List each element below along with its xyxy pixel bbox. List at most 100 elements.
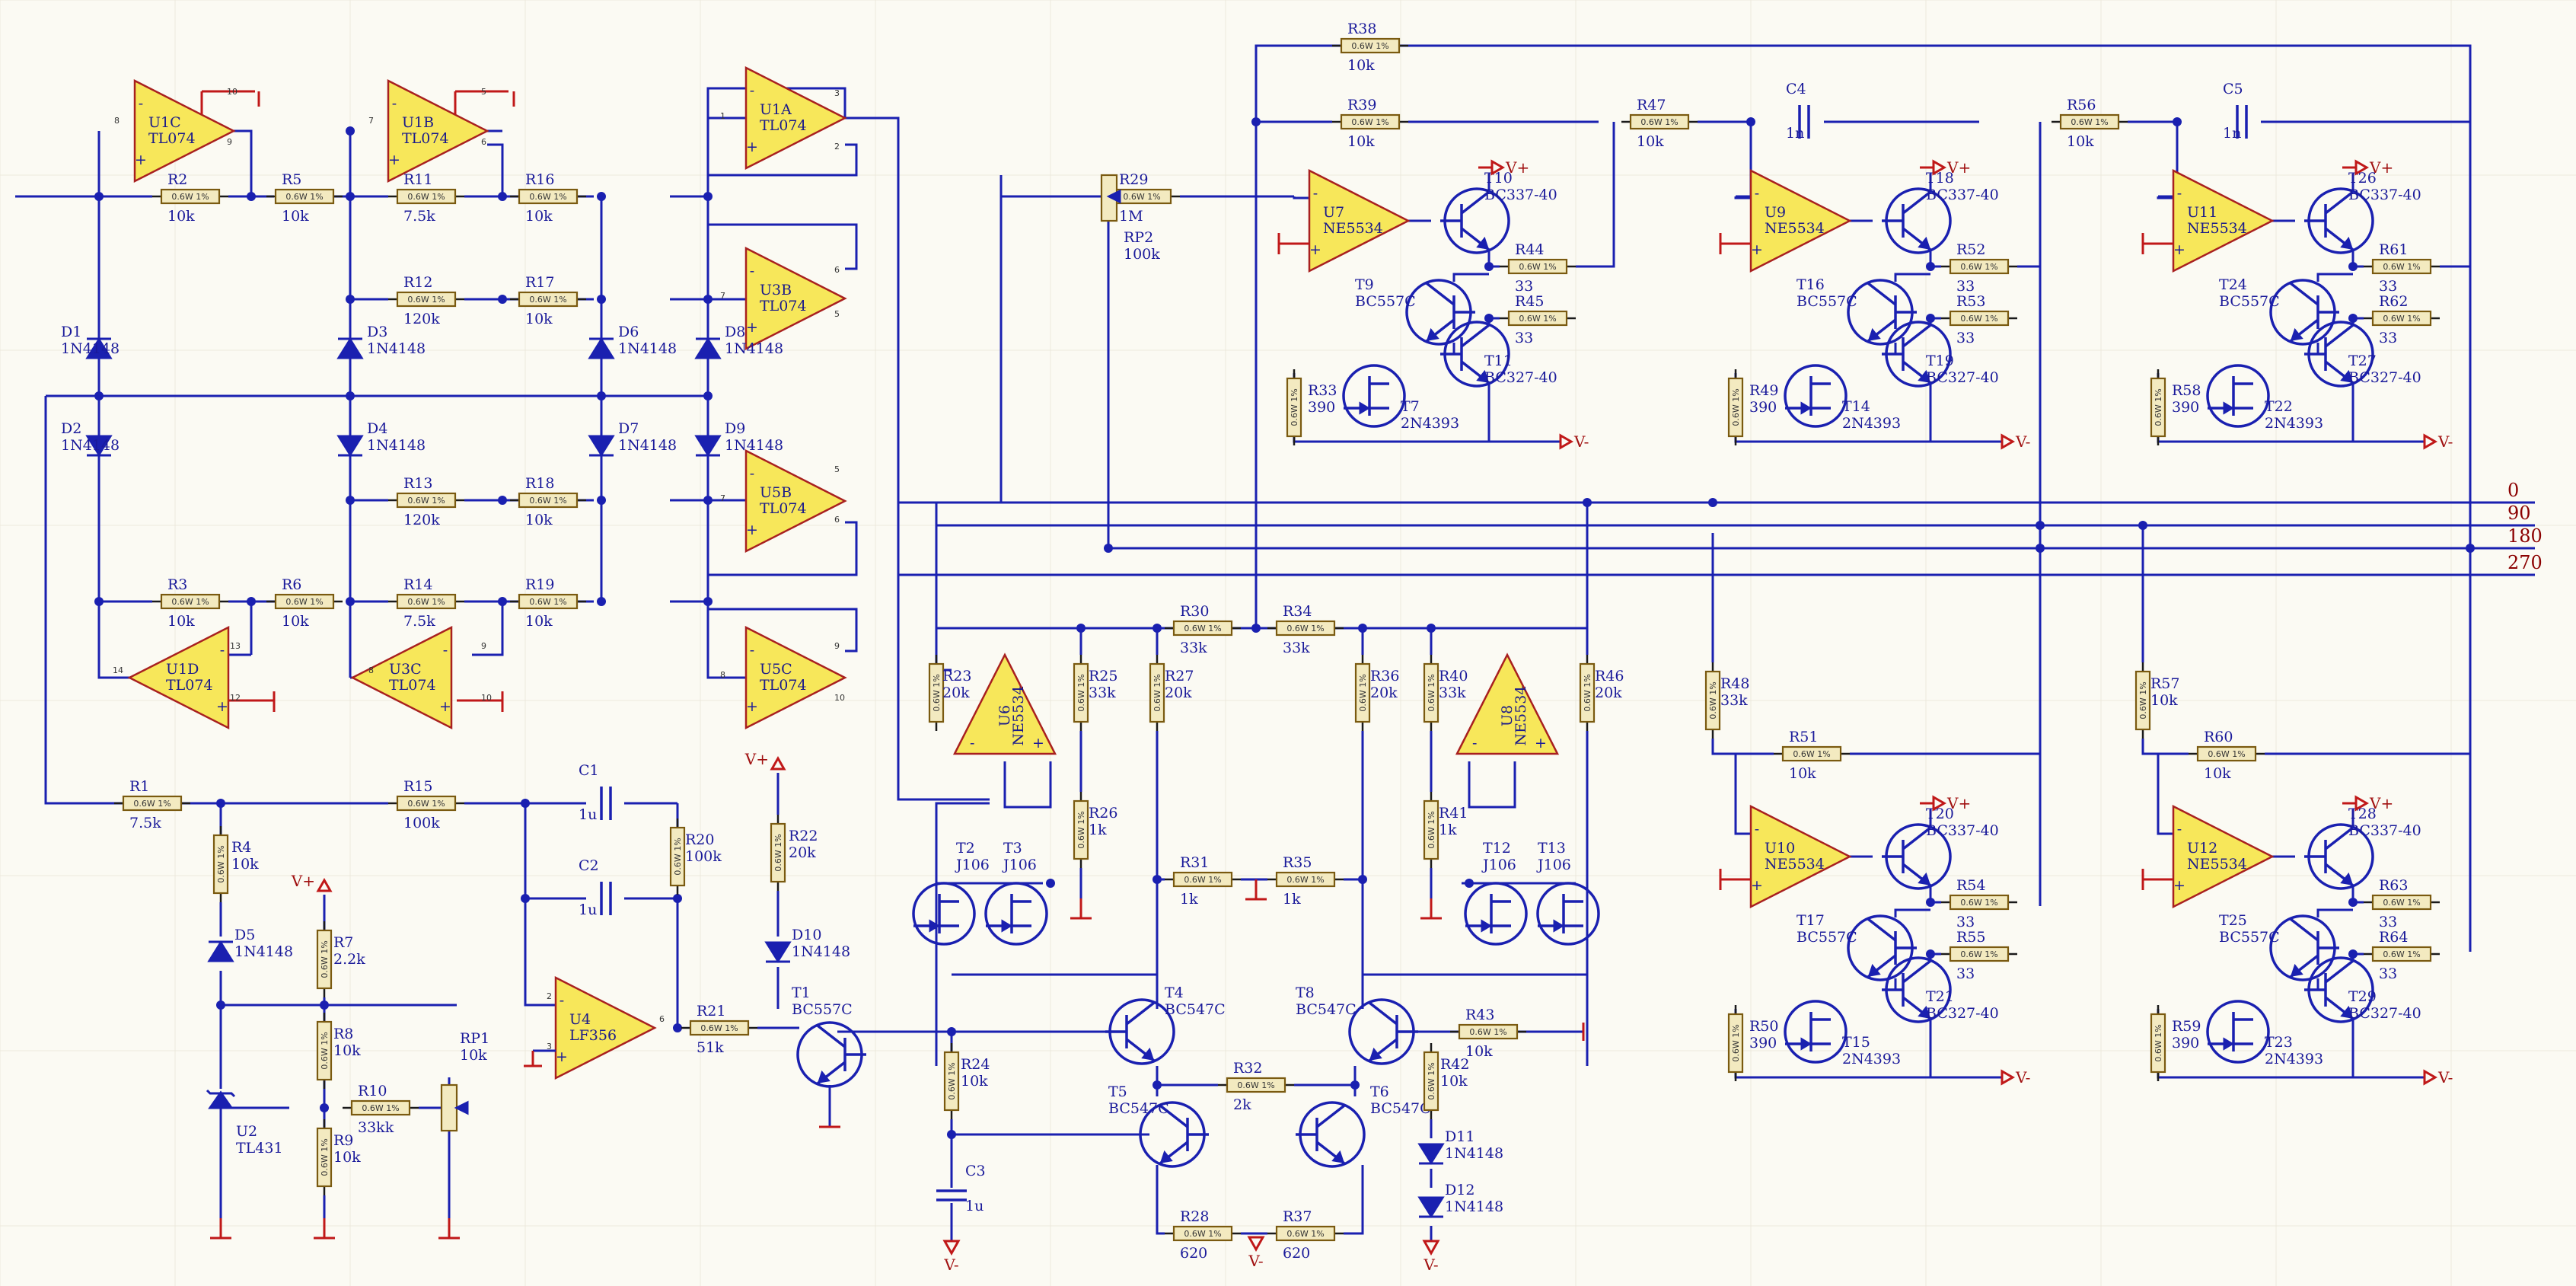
noninverting-mark: + <box>1751 877 1763 894</box>
diode-part: 1N4148 <box>725 340 783 357</box>
vminus-label: V- <box>2437 1068 2453 1087</box>
resistor-designator: R20 <box>685 831 714 848</box>
resistor-body <box>518 188 579 205</box>
resistor-designator: R27 <box>1165 668 1194 684</box>
transistor-collector <box>1368 1001 1398 1026</box>
resistor-spec: 0.6W 1% <box>1351 117 1388 127</box>
junction-dot <box>94 192 104 201</box>
wire <box>1344 1165 1364 1235</box>
capacitor-value: 1u <box>579 901 597 918</box>
resistor-spec: 0.6W 1% <box>700 1023 738 1033</box>
opamp-designator: U8 <box>1499 705 1516 726</box>
opamp-body <box>1749 168 1852 273</box>
opamp-designator: U10 <box>1765 840 1795 857</box>
resistor-value: 33k <box>1720 692 1748 709</box>
diode-triangle <box>764 941 792 963</box>
pin-number: 5 <box>834 464 840 474</box>
inverting-mark: - <box>750 263 754 279</box>
resistor-designator: R12 <box>403 274 432 291</box>
transistor-part: BC327-40 <box>1926 369 1999 386</box>
wire <box>1929 383 2002 443</box>
transistor-outline <box>984 882 1048 946</box>
resistor-spec: 0.6W 1% <box>529 597 566 607</box>
junction-dot <box>2173 117 2182 126</box>
resistor-value: 2.2k <box>333 951 365 968</box>
capacitor-value: 1n <box>2223 125 2241 142</box>
junction-dot <box>703 192 713 201</box>
diode-part: 1N4148 <box>61 437 120 454</box>
resistor-body <box>160 188 221 205</box>
resistor-body <box>1340 37 1401 54</box>
resistor-designator: R41 <box>1439 805 1468 822</box>
resistor-spec: 0.6W 1% <box>407 192 445 202</box>
resistor-body <box>2371 946 2432 962</box>
capacitor-value: 1n <box>1786 125 1804 142</box>
resistor-body <box>160 593 221 610</box>
resistor-designator: R23 <box>942 668 971 684</box>
capacitor-designator: C5 <box>2223 81 2243 97</box>
junction-dot <box>1350 1080 1360 1090</box>
wire <box>1468 761 1516 809</box>
diode-part: 1N4148 <box>792 943 850 960</box>
resistor-value: 33kk <box>358 1119 394 1136</box>
pin-number: 7 <box>720 493 725 503</box>
wire <box>1894 908 1930 917</box>
transistor-arrow <box>2340 236 2354 250</box>
opamp-body <box>1455 653 1560 755</box>
resistor-spec: 0.6W 1% <box>1708 681 1718 719</box>
transistor-collector <box>1867 282 1897 306</box>
diode-triangle <box>85 337 113 359</box>
bus-label-0: 0 <box>2507 480 2519 501</box>
junction-dot <box>1583 498 1592 507</box>
resistor-designator: R9 <box>333 1132 353 1149</box>
resistor-designator: R2 <box>167 171 187 188</box>
wire <box>706 223 858 274</box>
resistor-body <box>928 662 945 723</box>
diode-part: 1N4148 <box>1445 1145 1503 1162</box>
pin-number: 14 <box>113 665 123 675</box>
vminus-icon <box>942 1240 961 1256</box>
jfet-arrow <box>1800 1037 1812 1051</box>
resistor-designator: R19 <box>525 576 554 593</box>
junction-dot <box>2138 521 2147 530</box>
opamp-part: TL074 <box>148 130 196 147</box>
resistor-value: 10k <box>1347 57 1375 74</box>
resistor-body <box>1073 799 1089 860</box>
bus-label-90: 90 <box>2507 503 2531 524</box>
jfet-arrow <box>1481 919 1492 933</box>
transistor-part: J106 <box>1536 857 1571 873</box>
pin-number: 5 <box>834 309 840 319</box>
resistor-r7: 0.6W 1%R72.2k <box>316 921 365 997</box>
wire <box>1452 273 1489 282</box>
transistor-part: BC547C <box>1370 1100 1431 1117</box>
vminus-icon <box>1247 1236 1265 1252</box>
transistor-arrow <box>1918 369 1931 383</box>
transistor-collector <box>1867 917 1897 942</box>
resistor-value: 10k <box>282 613 309 630</box>
resistor-value: 10k <box>1789 765 1816 782</box>
resistor-spec: 0.6W 1% <box>1469 1027 1506 1037</box>
transistor-outline <box>1536 882 1600 946</box>
junction-dot <box>597 192 606 201</box>
noninverting-mark: + <box>135 152 147 168</box>
vminus-label: V- <box>2437 432 2453 451</box>
diode-designator: D1 <box>61 324 81 340</box>
diode-triangle <box>207 940 234 962</box>
